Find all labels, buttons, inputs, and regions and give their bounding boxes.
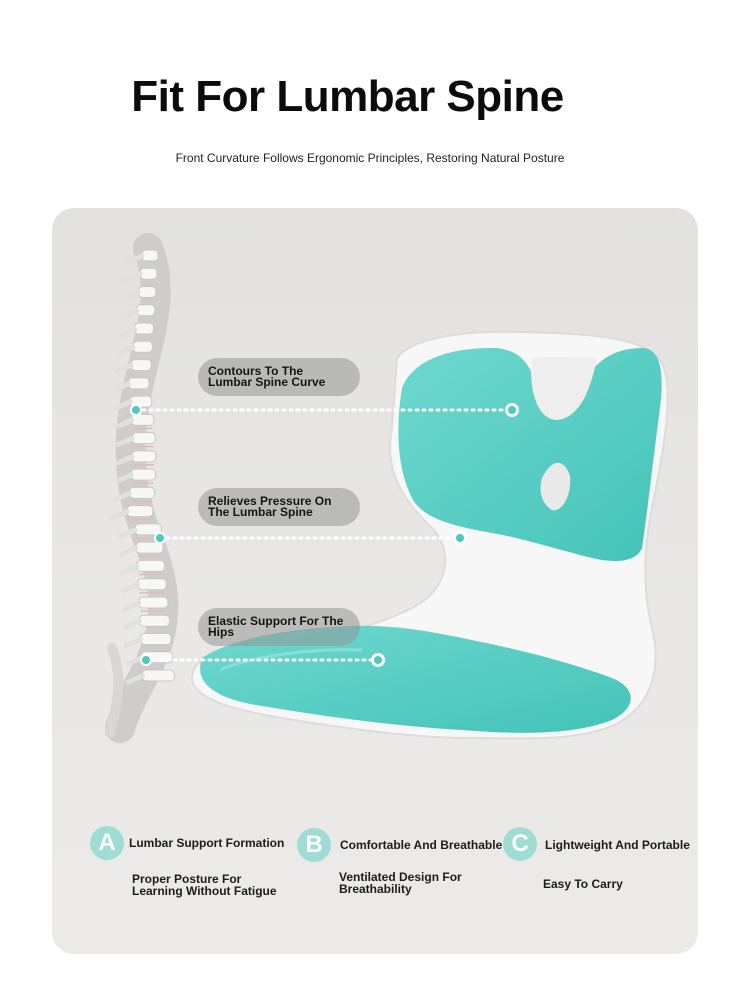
vertebra [131,450,157,463]
feature-desc-a-line2: Learning Without Fatigue [132,884,277,898]
vertebra [137,286,157,299]
callout-pressure-relief: Relieves Pressure On The Lumbar Spine [198,488,360,526]
callout-lumbar-curve-line1: Contours To The [208,364,304,378]
connector-lines [134,408,514,662]
vertebra-process [120,563,140,575]
vertebra-process [115,454,135,466]
connector-dots [130,403,519,667]
vertebra-process [119,545,139,557]
vertebra-process [112,490,132,502]
page-title: Fit For Lumbar Spine [131,72,564,121]
vertebra-process [124,655,144,667]
vertebra [139,614,171,627]
vertebra [141,669,175,682]
vertebra [137,578,167,591]
vertebra [131,432,156,445]
feature-desc-b-line2: Breathability [339,882,412,896]
vertebra-process [121,582,141,594]
feature-badge-c: C [503,827,537,861]
product-panel: Contours To The Lumbar Spine Curve Relie… [52,208,698,954]
feature-title-a: Lumbar Support Formation [129,836,285,850]
vertebra-process [118,527,138,539]
vertebra [127,377,150,390]
product-illustration [105,233,669,743]
seat-shell [190,330,669,740]
vertebra-process [125,253,145,265]
vertebra-process [123,618,143,630]
callout-hip-support: Elastic Support For The Hips [198,608,360,646]
vertebra [136,304,156,317]
feature-badge-b: B [297,828,331,862]
vertebra-process [123,271,143,283]
callout-lumbar-curve-line2: Lumbar Spine Curve [208,375,326,389]
feature-desc-a-line1: Proper Posture For [132,872,242,886]
vertebra-process [116,344,136,356]
feature-desc-b-line1: Ventilated Design For [339,870,462,884]
vertebra [128,486,156,499]
feature-title-c: Lightweight And Portable [545,838,690,852]
vertebra-process [122,600,142,612]
page-subtitle: Front Curvature Follows Ergonomic Princi… [175,151,565,165]
vertebra [139,267,158,280]
vertebra [130,359,152,372]
vertebra-process [123,636,143,648]
vertebra [138,596,169,609]
vertebra-process [115,417,135,429]
vertebra [134,322,155,335]
vertebra-process [118,326,138,338]
vertebra-process [115,436,135,448]
vertebra [132,340,153,353]
feature-badge-a: A [90,826,124,860]
feature-title-b: Comfortable And Breathable [340,838,503,852]
vertebra [130,468,157,481]
vertebra-process [110,509,130,521]
vertebrae-group [110,249,175,685]
vertebra-process [121,290,141,302]
vertebra-process [111,381,131,393]
vertebra-process [114,363,134,375]
vertebra-process [113,399,133,411]
callout-pressure-relief-line2: The Lumbar Spine [208,505,313,519]
vertebra-process [114,472,134,484]
feature-desc-c-line1: Easy To Carry [543,877,623,891]
vertebra-process [125,673,145,685]
vertebra-process [120,308,140,320]
vertebra [139,632,172,645]
callout-lumbar-curve: Contours To The Lumbar Spine Curve [198,358,360,396]
callout-hip-support-line1: Elastic Support For The Hips [208,614,344,639]
vertebra [136,559,166,572]
vertebra [126,505,154,518]
vertebra [131,413,155,426]
callout-pressure-relief-line1: Relieves Pressure On [208,494,332,508]
